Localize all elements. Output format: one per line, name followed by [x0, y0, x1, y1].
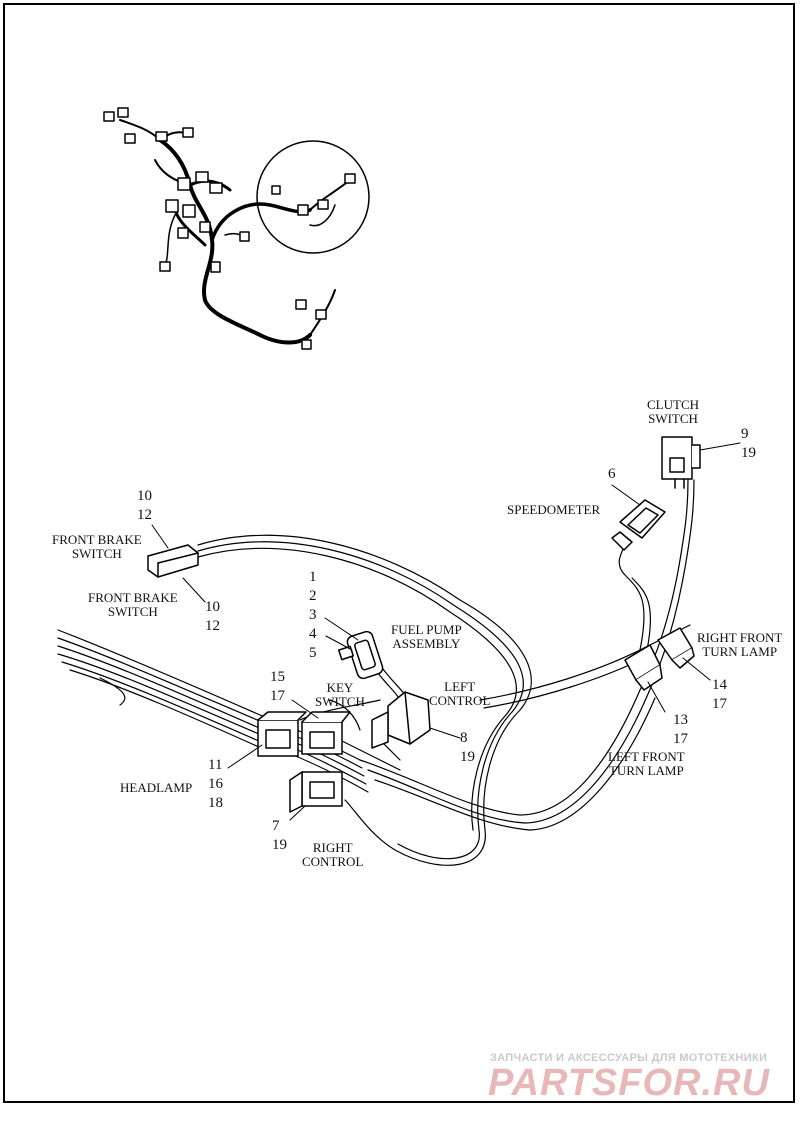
brake-switch-lead [197, 534, 532, 866]
fuel-pump-connector [337, 630, 384, 680]
detail-circle [256, 140, 370, 254]
front-brake-switch-connector [147, 544, 199, 578]
right-control-connector [289, 771, 343, 813]
leader-lines [151, 442, 741, 821]
page-frame [3, 3, 795, 1103]
watermark-tagline: ЗАПЧАСТИ И АКСЕССУАРЫ ДЛЯ МОТОТЕХНИКИ [490, 1052, 768, 1064]
left-control-connector [371, 691, 431, 749]
left-front-turn-lamp-connector [624, 644, 663, 691]
watermark-logo: PARTSFOR.RU [488, 1062, 770, 1104]
key-switch-connector [301, 711, 351, 755]
overview-harness [103, 107, 370, 350]
speedometer-connector [611, 499, 666, 551]
right-branch [359, 479, 695, 831]
clutch-switch-connector [661, 436, 701, 489]
headlamp-connector [257, 711, 307, 757]
detail-harness [57, 436, 741, 866]
speedometer-label: SPEEDOMETER [507, 502, 601, 517]
headlamp-label: HEADLAMP [120, 780, 193, 795]
speedometer-callout: 6 [608, 466, 616, 482]
